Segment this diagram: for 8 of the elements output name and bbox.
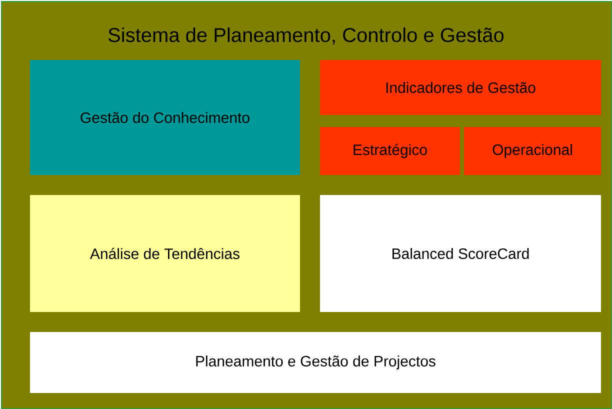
module-box: Operacional <box>464 127 601 175</box>
module-box: Planeamento e Gestão de Projectos <box>30 332 601 393</box>
module-box: Balanced ScoreCard <box>320 195 601 312</box>
heading: Sistema de Planeamento, Controlo e Gestão <box>108 27 504 45</box>
module-box: Análise de Tendências <box>30 195 300 312</box>
module-box: Indicadores de Gestão <box>320 60 601 115</box>
module-box: Gestão do Conhecimento <box>30 60 300 175</box>
module-box: Estratégico <box>320 127 460 175</box>
